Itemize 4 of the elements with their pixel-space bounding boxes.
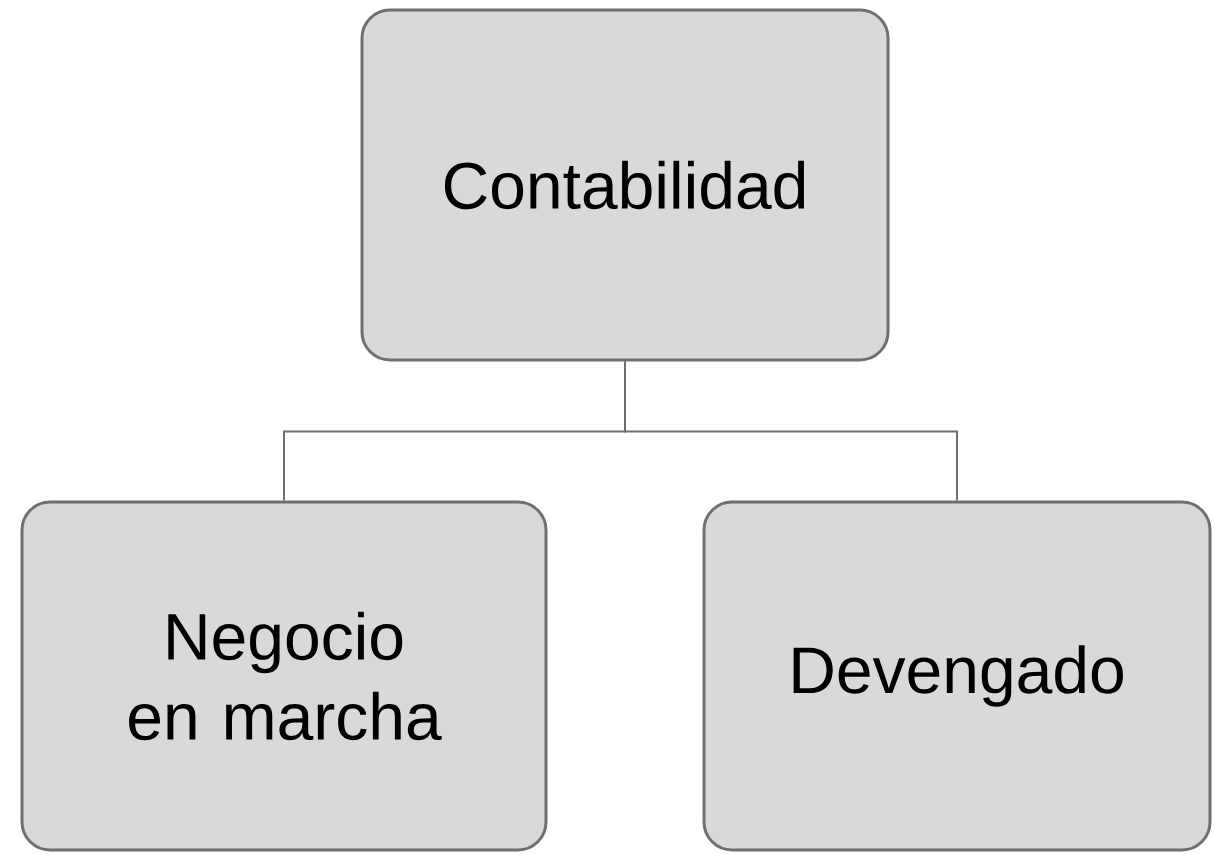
connector-line xyxy=(624,360,958,502)
process-box: Devengado xyxy=(702,500,1212,852)
process-box: Negocio en marcha xyxy=(20,500,548,852)
process-box: Contabilidad xyxy=(360,8,890,362)
